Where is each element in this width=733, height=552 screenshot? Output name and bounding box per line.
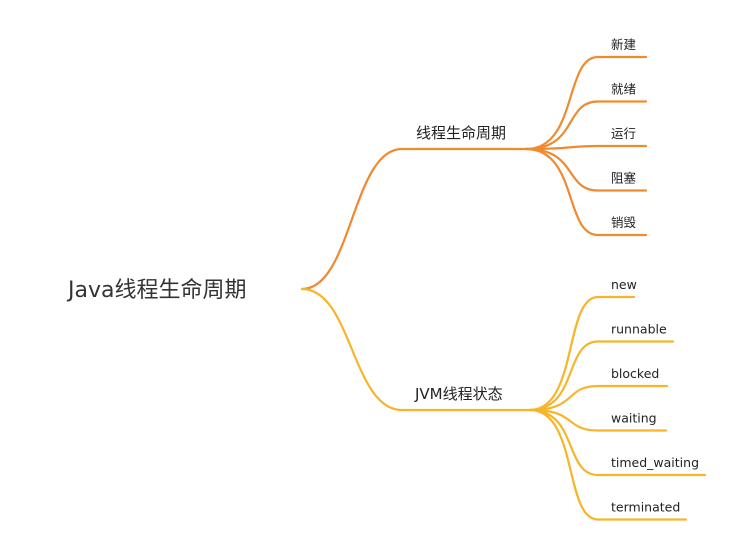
branch-jvm-states-leaf-edges (528, 295, 707, 521)
leaf-edge (528, 340, 675, 412)
leaf-edge (528, 295, 636, 412)
leaf-node-label[interactable]: 销毁 (611, 215, 637, 230)
leaf-edge (528, 408, 707, 477)
leaf-node-label[interactable]: runnable (611, 322, 667, 337)
leaf-edge (524, 100, 648, 151)
edges-layer (300, 55, 707, 521)
leaf-edge (528, 408, 688, 521)
leaf-edge (524, 147, 648, 237)
branch-lifecycle-leaf-edges (524, 55, 648, 237)
branch-jvm-states-leaves: new runnable blocked waiting timed_waitingte… (611, 277, 699, 515)
leaf-edge (524, 55, 648, 151)
branch-lifecycle-label[interactable]: 线程生命周期 (416, 124, 506, 142)
edge-root-to-branch-jvm-states (300, 287, 404, 412)
leaf-node-label[interactable]: 阻塞 (611, 171, 637, 186)
leaf-edge (528, 408, 668, 432)
leaf-edge (524, 147, 648, 192)
leaf-node-label[interactable]: terminated (611, 500, 680, 515)
leaf-node-label[interactable]: 就绪 (611, 82, 636, 97)
branch-jvm-states-label[interactable]: JVM线程状态 (414, 385, 503, 403)
leaf-node-label[interactable]: timed_waiting (611, 455, 699, 470)
leaf-node-label[interactable]: waiting (611, 411, 657, 426)
root-node-label[interactable]: Java线程生命周期 (66, 278, 246, 303)
leaf-edge (528, 384, 669, 412)
leaf-node-label[interactable]: new (611, 277, 637, 292)
leaf-edge (524, 144, 648, 151)
leaf-node-label[interactable]: blocked (611, 366, 659, 381)
leaf-node-label[interactable]: 运行 (611, 126, 636, 141)
leaf-node-label[interactable]: 新建 (611, 37, 637, 52)
edge-root-to-branch-lifecycle (300, 147, 404, 291)
